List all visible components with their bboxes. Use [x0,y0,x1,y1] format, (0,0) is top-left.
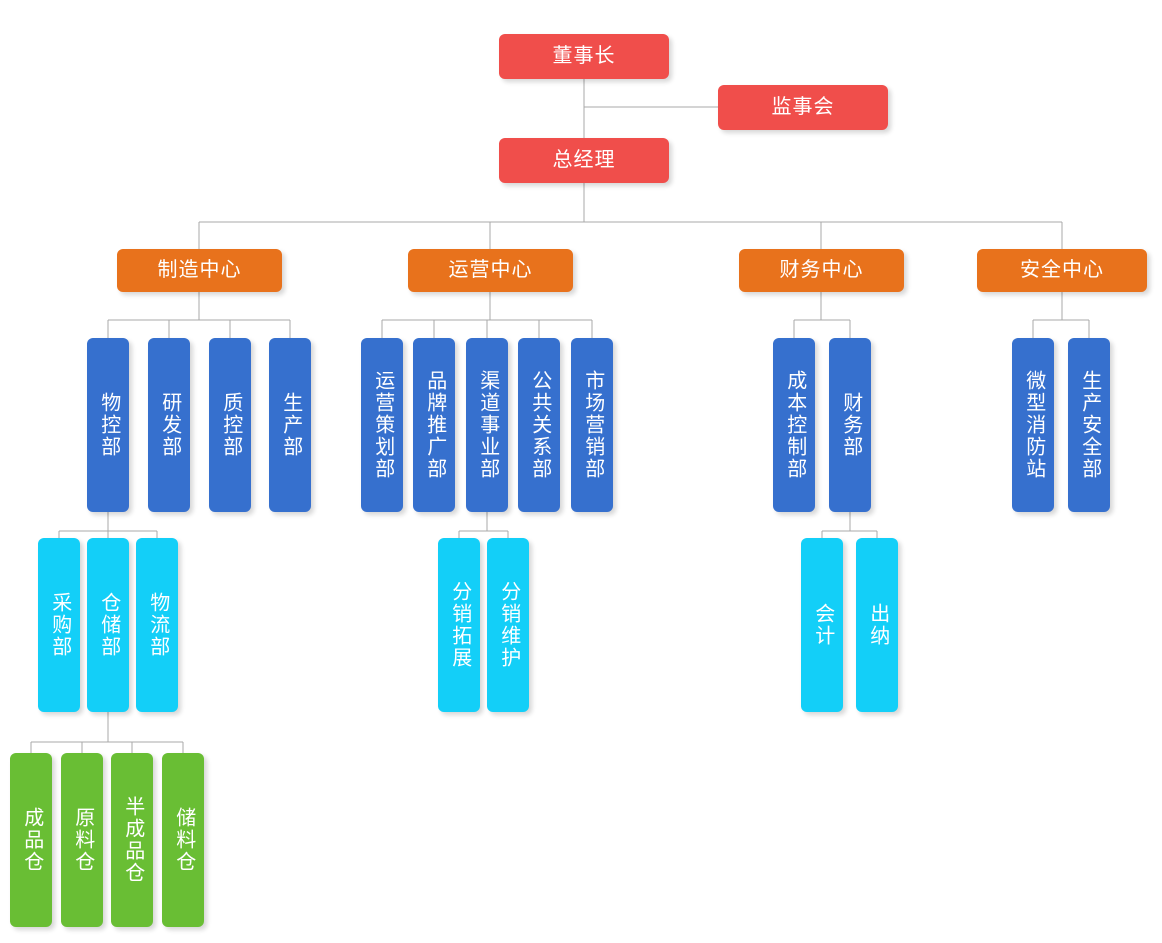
node-accounting-label: 会计 [811,603,834,647]
node-operations-center[interactable]: 运营中心 [408,249,573,292]
node-marketing-dept[interactable]: 市场营销部 [571,338,613,512]
node-operations-planning-dept-label: 运营策划部 [371,370,394,480]
node-finance-center-label: 财务中心 [779,258,864,281]
node-cashier-label: 出纳 [866,603,889,647]
node-material-control-dept-label: 物控部 [97,392,120,458]
node-safety-center-label: 安全中心 [1020,258,1104,281]
node-distribution-maintenance[interactable]: 分销维护 [487,538,529,712]
node-chairman[interactable]: 董事长 [499,34,669,79]
node-distribution-maintenance-label: 分销维护 [497,581,520,669]
node-operations-planning-dept[interactable]: 运营策划部 [361,338,403,512]
node-marketing-dept-label: 市场营销部 [581,370,604,480]
node-general-manager[interactable]: 总经理 [499,138,669,183]
node-channel-business-dept[interactable]: 渠道事业部 [466,338,508,512]
node-cost-control-dept-label: 成本控制部 [783,370,806,480]
node-finished-goods-warehouse-label: 成品仓 [20,807,43,873]
node-production-safety-dept-label: 生产安全部 [1078,370,1101,480]
node-quality-control-dept-label: 质控部 [219,392,242,458]
node-storage-material-warehouse-label: 储料仓 [172,807,195,873]
node-supervisors-label: 监事会 [771,95,835,118]
node-warehousing-dept-label: 仓储部 [97,592,120,658]
node-brand-promotion-dept-label: 品牌推广部 [423,370,446,480]
node-cashier[interactable]: 出纳 [856,538,898,712]
node-public-relations-dept-label: 公共关系部 [528,370,551,480]
node-purchasing-dept-label: 采购部 [48,592,71,658]
node-rnd-dept[interactable]: 研发部 [148,338,190,512]
node-semi-finished-warehouse[interactable]: 半成品仓 [111,753,153,927]
node-safety-center[interactable]: 安全中心 [977,249,1147,292]
node-finance-dept-label: 财务部 [839,392,862,458]
node-finance-dept[interactable]: 财务部 [829,338,871,512]
node-purchasing-dept[interactable]: 采购部 [38,538,80,712]
node-finished-goods-warehouse[interactable]: 成品仓 [10,753,52,927]
node-production-safety-dept[interactable]: 生产安全部 [1068,338,1110,512]
node-public-relations-dept[interactable]: 公共关系部 [518,338,560,512]
node-channel-business-dept-label: 渠道事业部 [476,370,499,480]
node-distribution-expansion-label: 分销拓展 [448,581,471,669]
node-rnd-dept-label: 研发部 [158,392,181,458]
node-micro-fire-station-label: 微型消防站 [1022,370,1045,480]
node-micro-fire-station[interactable]: 微型消防站 [1012,338,1054,512]
node-quality-control-dept[interactable]: 质控部 [209,338,251,512]
node-accounting[interactable]: 会计 [801,538,843,712]
node-manufacturing-center-label: 制造中心 [157,258,242,281]
node-cost-control-dept[interactable]: 成本控制部 [773,338,815,512]
node-storage-material-warehouse[interactable]: 储料仓 [162,753,204,927]
node-logistics-dept-label: 物流部 [146,592,169,658]
node-raw-material-warehouse-label: 原料仓 [71,807,94,873]
node-distribution-expansion[interactable]: 分销拓展 [438,538,480,712]
node-production-dept[interactable]: 生产部 [269,338,311,512]
node-production-dept-label: 生产部 [279,392,302,458]
node-logistics-dept[interactable]: 物流部 [136,538,178,712]
node-semi-finished-warehouse-label: 半成品仓 [121,796,144,884]
node-raw-material-warehouse[interactable]: 原料仓 [61,753,103,927]
node-material-control-dept[interactable]: 物控部 [87,338,129,512]
node-finance-center[interactable]: 财务中心 [739,249,904,292]
node-warehousing-dept[interactable]: 仓储部 [87,538,129,712]
node-general-manager-label: 总经理 [552,148,616,171]
node-brand-promotion-dept[interactable]: 品牌推广部 [413,338,455,512]
node-operations-center-label: 运营中心 [448,258,533,281]
node-manufacturing-center[interactable]: 制造中心 [117,249,282,292]
node-supervisors[interactable]: 监事会 [718,85,888,130]
node-chairman-label: 董事长 [552,44,616,67]
